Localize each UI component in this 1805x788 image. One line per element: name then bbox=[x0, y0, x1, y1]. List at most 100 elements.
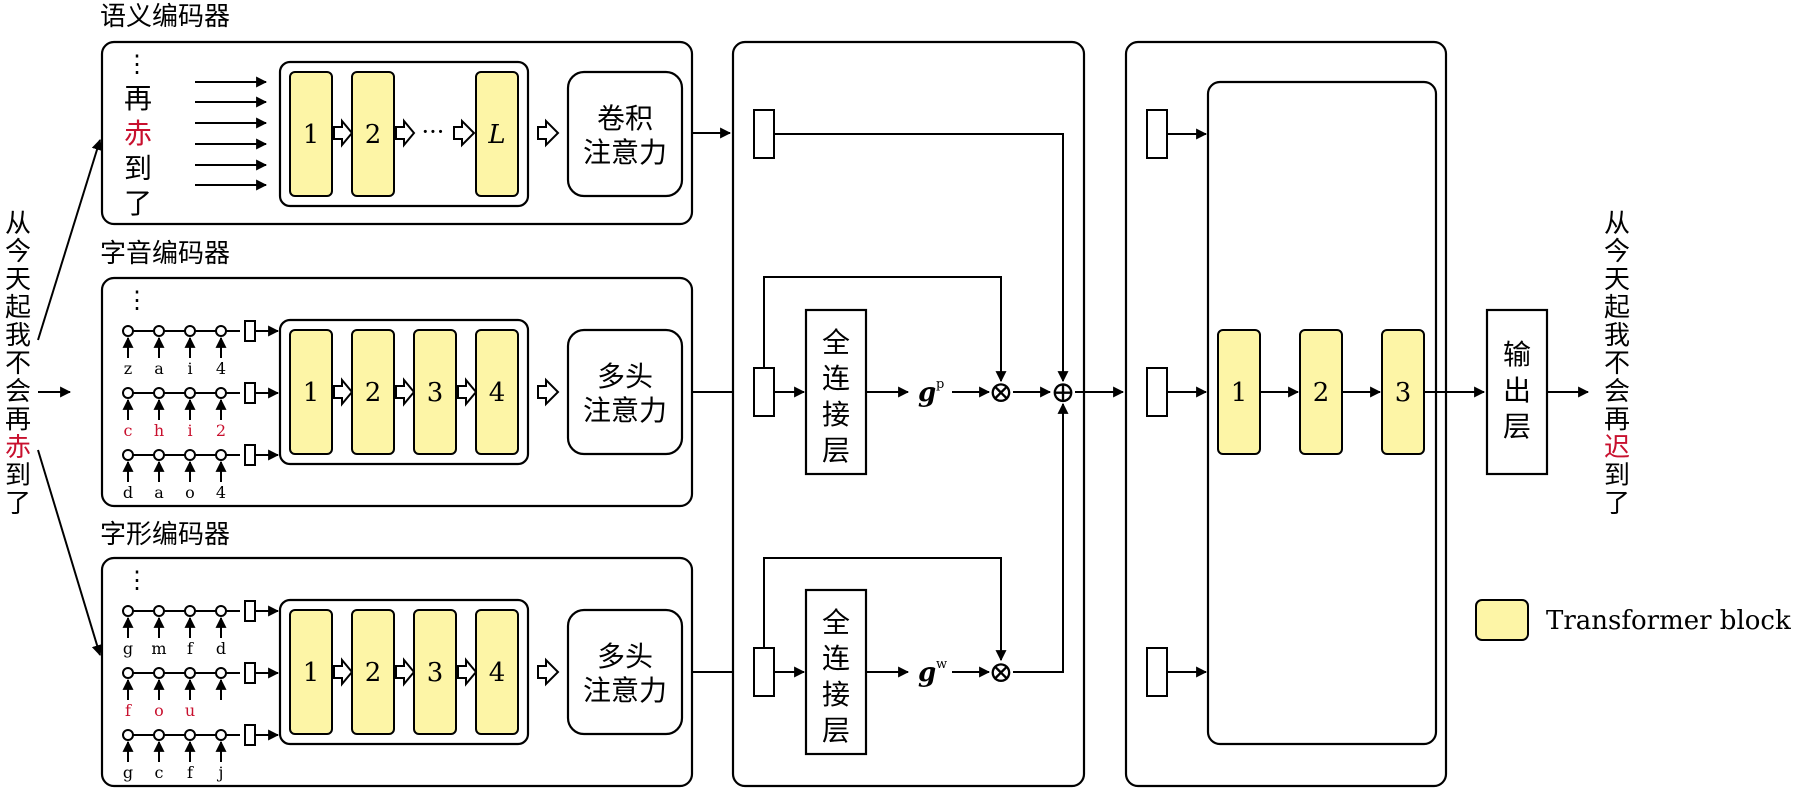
pinyin-char: 4 bbox=[216, 359, 226, 378]
ellipsis-icon: ⋮ bbox=[125, 566, 149, 594]
output-char: 今 bbox=[1604, 237, 1630, 267]
output-char: 我 bbox=[1604, 321, 1630, 351]
input-char-error: 赤 bbox=[5, 433, 31, 463]
phonetic-residual-path bbox=[763, 276, 1007, 383]
fusion-panel-box bbox=[731, 40, 1086, 788]
glyph-vector bbox=[753, 647, 775, 697]
pinyin-char: a bbox=[154, 483, 164, 502]
ellipsis-icon: ⋮ bbox=[125, 286, 149, 314]
stroke-char: m bbox=[151, 639, 166, 658]
multihead-attention-box bbox=[566, 608, 684, 736]
transformer-block-1 bbox=[289, 609, 333, 735]
hollow-arrow-icon bbox=[453, 118, 476, 148]
decoder-input-vector bbox=[1146, 109, 1168, 159]
transformer-block-3 bbox=[413, 329, 457, 455]
legend-swatch bbox=[1475, 599, 1529, 641]
pinyin-row: d a o 4 bbox=[122, 444, 280, 502]
fc-label: 连 bbox=[822, 642, 850, 675]
hollow-arrow-icon bbox=[333, 118, 354, 148]
input-char: 了 bbox=[5, 489, 31, 519]
phonetic-encoder: 字音编码器 ⋮ z a i 4 bbox=[100, 239, 694, 508]
transformer-block-1 bbox=[289, 71, 333, 197]
output-char: 到 bbox=[1604, 461, 1630, 491]
hollow-arrow-icon bbox=[333, 657, 354, 687]
stroke-char-error: f bbox=[125, 701, 132, 720]
gate-symbol-phonetic: g bbox=[918, 378, 936, 408]
stroke-char: f bbox=[187, 639, 194, 658]
fc-label: 层 bbox=[822, 714, 850, 747]
output-layer-label: 层 bbox=[1503, 410, 1531, 443]
continuation-dots: ··· bbox=[422, 118, 445, 146]
token-char-error: 赤 bbox=[124, 117, 152, 150]
stroke-char: c bbox=[155, 763, 164, 782]
gate-symbol-glyph: g bbox=[918, 658, 936, 688]
transformer-block-4 bbox=[475, 609, 519, 735]
hollow-arrow-icon bbox=[333, 377, 354, 407]
gate-superscript: w bbox=[936, 657, 947, 672]
semantic-vector bbox=[753, 109, 775, 159]
stroke-char-error: u bbox=[185, 701, 195, 720]
pinyin-char: d bbox=[123, 483, 133, 502]
block-label: 1 bbox=[303, 658, 320, 688]
attention-label: 注意力 bbox=[583, 394, 667, 427]
fc-label: 接 bbox=[822, 398, 850, 431]
transformer-block-2 bbox=[351, 609, 395, 735]
stroke-char: d bbox=[216, 639, 226, 658]
block-label: 2 bbox=[365, 378, 382, 408]
legend-label: Transformer block bbox=[1546, 606, 1791, 636]
fc-label: 接 bbox=[822, 678, 850, 711]
output-layer: 输 出 层 bbox=[1485, 308, 1549, 476]
transformer-block-1 bbox=[289, 329, 333, 455]
output-char: 再 bbox=[1604, 405, 1630, 435]
decoder-input-vector bbox=[1146, 647, 1168, 697]
hollow-arrow-icon bbox=[537, 657, 560, 687]
block-label: 4 bbox=[489, 658, 506, 688]
gate-superscript: p bbox=[936, 377, 944, 392]
stroke-char: j bbox=[217, 763, 224, 782]
hollow-arrow-icon bbox=[457, 377, 478, 407]
attention-label: 卷积 bbox=[597, 102, 653, 135]
output-layer-label: 输 bbox=[1503, 338, 1531, 371]
pinyin-row-error: c h i 2 bbox=[122, 382, 280, 440]
phonetic-encoder-title: 字音编码器 bbox=[100, 239, 230, 269]
stroke-char-error: o bbox=[154, 701, 164, 720]
output-char: 从 bbox=[1604, 209, 1630, 239]
input-sentence: 从 今 天 起 我 不 会 再 赤 到 了 bbox=[5, 209, 31, 519]
legend: Transformer block bbox=[1475, 599, 1791, 641]
hollow-arrow-icon bbox=[395, 377, 416, 407]
multiply-icon: ⊗ bbox=[988, 655, 1013, 690]
output-char: 了 bbox=[1604, 489, 1630, 519]
input-char: 会 bbox=[5, 377, 31, 407]
multiply-icon: ⊗ bbox=[988, 375, 1013, 410]
transformer-block-4 bbox=[475, 329, 519, 455]
pinyin-char-error: 2 bbox=[216, 421, 226, 440]
input-to-semantic-arrow bbox=[37, 138, 103, 341]
token-char: 到 bbox=[124, 152, 152, 185]
pinyin-row: z a i 4 bbox=[122, 320, 280, 378]
transformer-block-2 bbox=[351, 329, 395, 455]
fusion-panel: 全 连 接 层 g p ⊗ ⊕ 全 连 接 层 g w ⊗ bbox=[731, 40, 1086, 788]
glyph-to-add-arrow bbox=[1013, 402, 1069, 673]
pinyin-char: i bbox=[187, 359, 192, 378]
decoder-panel: 1 2 3 bbox=[1124, 40, 1448, 788]
output-layer-box bbox=[1485, 308, 1549, 476]
block-label: 3 bbox=[427, 378, 444, 408]
phonetic-vector bbox=[753, 367, 775, 417]
glyph-encoder: 字形编码器 ⋮ g m f d bbox=[100, 520, 694, 788]
semantic-encoder-title: 语义编码器 bbox=[100, 2, 230, 32]
output-char-corrected: 迟 bbox=[1604, 433, 1630, 463]
attention-label: 多头 bbox=[597, 360, 653, 393]
input-char: 到 bbox=[5, 461, 31, 491]
hollow-arrow-icon bbox=[537, 118, 560, 148]
hollow-arrow-icon bbox=[395, 118, 416, 148]
block-label: 2 bbox=[365, 120, 382, 150]
input-char: 从 bbox=[5, 209, 31, 239]
block-label: 1 bbox=[303, 378, 320, 408]
input-char: 起 bbox=[5, 293, 31, 323]
stroke-char: g bbox=[123, 763, 133, 782]
fc-label: 层 bbox=[822, 434, 850, 467]
token-input-arrows bbox=[195, 76, 268, 191]
input-char: 今 bbox=[5, 237, 31, 267]
convolution-attention-box bbox=[566, 70, 684, 198]
input-to-glyph-arrow bbox=[37, 449, 103, 657]
